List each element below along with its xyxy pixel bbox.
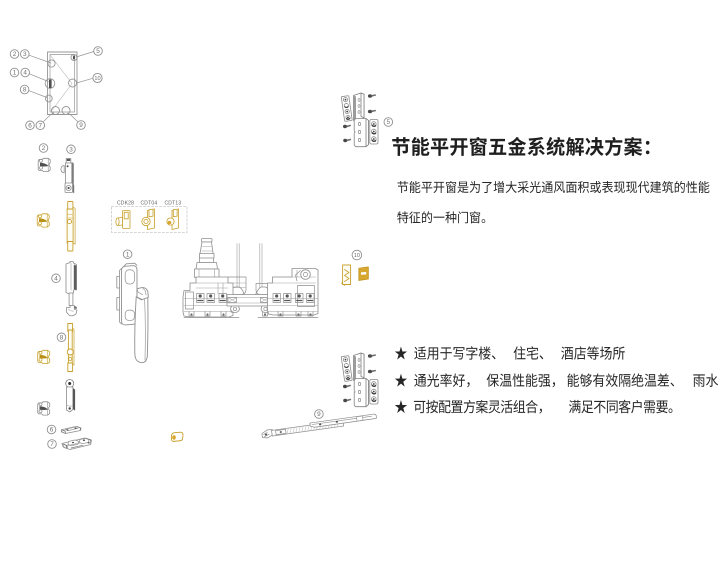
svg-text:1: 1 <box>126 251 130 258</box>
svg-text:CDT04: CDT04 <box>141 201 158 207</box>
svg-text:7: 7 <box>50 441 54 448</box>
svg-text:1: 1 <box>13 70 17 77</box>
svg-text:5: 5 <box>96 48 100 55</box>
svg-text:2: 2 <box>42 145 46 152</box>
svg-text:10: 10 <box>354 253 360 259</box>
svg-text:CDK28: CDK28 <box>117 201 134 207</box>
svg-text:8: 8 <box>23 87 27 94</box>
svg-text:5: 5 <box>387 119 391 126</box>
svg-text:9: 9 <box>79 122 83 129</box>
svg-text:6: 6 <box>28 123 32 130</box>
svg-text:3: 3 <box>69 147 73 154</box>
svg-text:8: 8 <box>60 335 64 342</box>
svg-text:CDT13: CDT13 <box>165 201 182 207</box>
svg-text:7: 7 <box>39 123 43 130</box>
svg-text:6: 6 <box>50 427 54 434</box>
svg-text:2: 2 <box>13 51 17 58</box>
svg-text:3: 3 <box>23 51 27 58</box>
svg-text:9: 9 <box>317 411 321 418</box>
svg-text:10: 10 <box>94 76 100 82</box>
svg-text:4: 4 <box>23 70 27 77</box>
svg-text:4: 4 <box>54 276 58 283</box>
